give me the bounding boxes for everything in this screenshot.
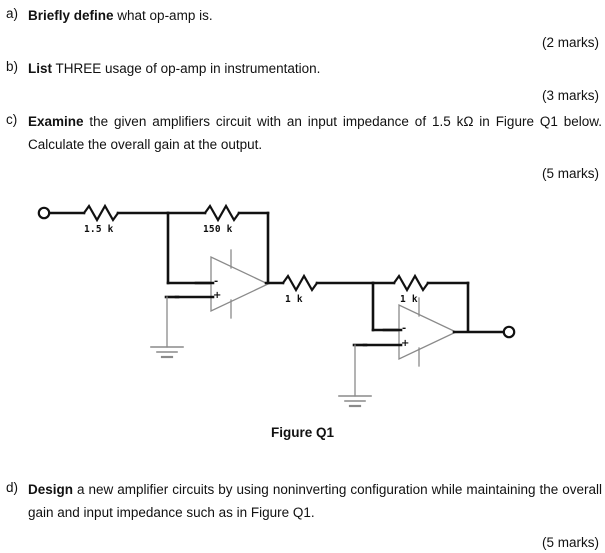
question-rest-b: THREE usage of op-amp in instrumentation… [52, 61, 321, 76]
question-text-b: List THREE usage of op-amp in instrument… [28, 57, 588, 80]
question-item-c: c) Examine the given amplifiers circuit … [6, 110, 602, 156]
op-amp-stage-2-triangle [398, 303, 458, 361]
question-lead-a: Briefly define [28, 8, 114, 23]
question-lead-d: Design [28, 482, 74, 497]
resistor-r3-symbol [281, 273, 319, 293]
question-item-a: a) Briefly define what op-amp is. [6, 4, 598, 27]
marks-b: (3 marks) [542, 88, 599, 103]
question-rest-a: what op-amp is. [113, 8, 213, 23]
question-text-c: Examine the given amplifiers circuit wit… [28, 110, 602, 156]
marks-a: (2 marks) [542, 35, 599, 50]
question-item-b: b) List THREE usage of op-amp in instrum… [6, 57, 598, 80]
output-terminal-circle [502, 325, 516, 339]
resistor-label-r4: 1 k [400, 294, 418, 305]
resistor-r1-symbol [82, 203, 120, 223]
ground-symbol-stage-2 [338, 395, 372, 408]
question-rest-c: the given amplifiers circuit with an inp… [28, 114, 602, 152]
op-amp-stage-1-triangle [210, 255, 270, 313]
input-terminal-circle [37, 206, 51, 220]
op-amp-1-inverting-label: - [214, 276, 219, 287]
marks-d: (5 marks) [542, 535, 599, 550]
question-lead-c: Examine [28, 114, 84, 129]
resistor-label-r3: 1 k [285, 294, 303, 305]
ground-symbol-stage-1 [150, 346, 184, 359]
op-amp-2-inverting-label: - [402, 323, 407, 334]
question-rest-d: a new amplifier circuits by using noninv… [28, 482, 602, 520]
question-lead-b: List [28, 61, 53, 76]
question-label-a: a) [6, 6, 19, 21]
resistor-r4-symbol [392, 273, 430, 293]
resistor-label-r2: 150 k [203, 224, 233, 235]
resistor-label-r1: 1.5 k [84, 224, 114, 235]
op-amp-2-noninverting-label: + [401, 338, 410, 349]
op-amp-1-noninverting-label: + [213, 290, 222, 301]
question-label-d: d) [6, 480, 19, 495]
question-text-d: Design a new amplifier circuits by using… [28, 478, 602, 524]
resistor-r2-symbol [203, 203, 241, 223]
question-label-b: b) [6, 59, 19, 74]
question-item-d: d) Design a new amplifier circuits by us… [6, 478, 602, 524]
figure-caption: Figure Q1 [270, 425, 334, 440]
question-label-c: c) [6, 112, 18, 127]
question-text-a: Briefly define what op-amp is. [28, 4, 588, 27]
marks-c: (5 marks) [542, 166, 599, 181]
